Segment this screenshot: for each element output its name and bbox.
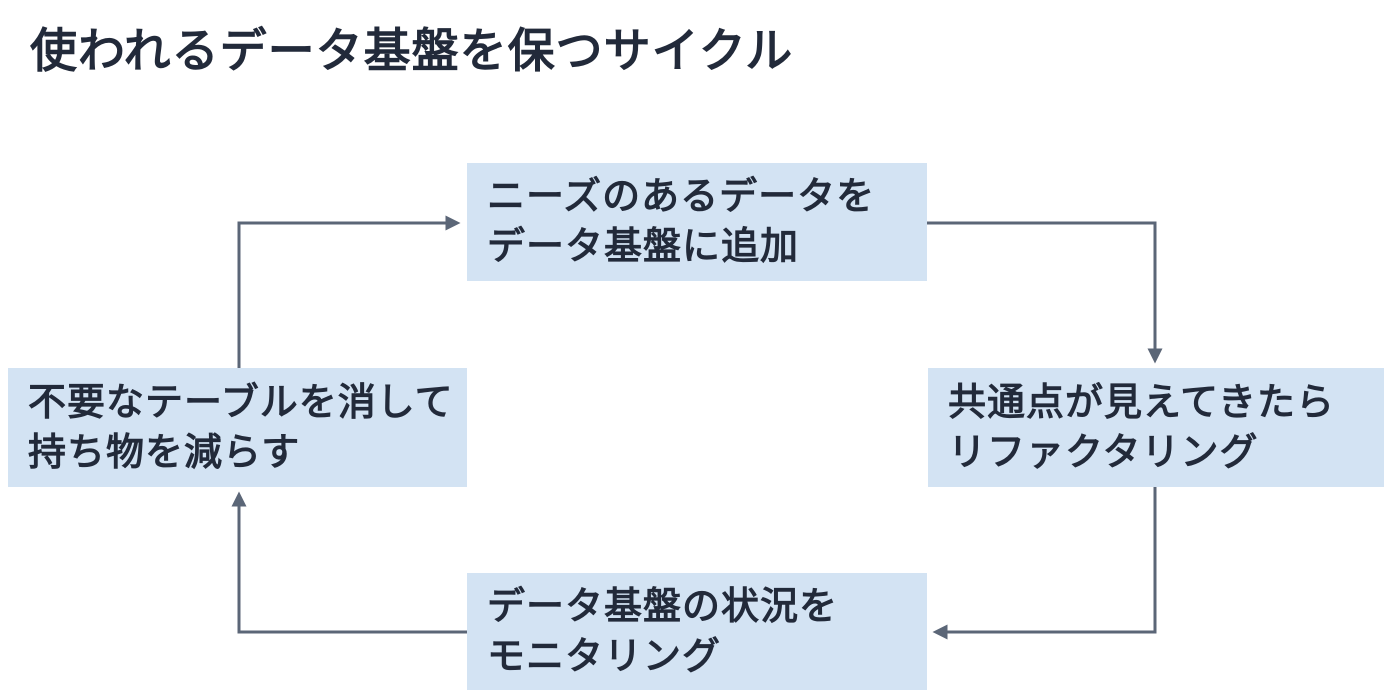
node-line: 持ち物を減らす (28, 431, 301, 474)
node-monitoring: データ基盤の状況を モニタリング (467, 573, 927, 690)
node-refactoring: 共通点が見えてきたら リファクタリング (928, 368, 1384, 487)
diagram-title: 使われるデータ基盤を保つサイクル (30, 24, 794, 77)
node-line: 共通点が見えてきたら (948, 381, 1335, 424)
node-line: リファクタリング (948, 431, 1259, 474)
node-line: ニーズのあるデータを (487, 176, 876, 218)
node-add-data: ニーズのあるデータを データ基盤に追加 (467, 163, 927, 281)
arrow-add-data-to-refactoring (927, 221, 1163, 364)
arrow-refactoring-to-monitoring (932, 487, 1157, 640)
node-line: データ基盤の状況を (487, 585, 839, 628)
arrow-monitoring-to-cleanup (231, 491, 467, 634)
arrow-cleanup-to-add-data (237, 215, 461, 368)
node-line: 不要なテーブルを消して (28, 381, 454, 424)
node-line: モニタリング (487, 635, 722, 678)
node-line: データ基盤に追加 (487, 226, 800, 268)
node-cleanup: 不要なテーブルを消して 持ち物を減らす (8, 368, 467, 487)
